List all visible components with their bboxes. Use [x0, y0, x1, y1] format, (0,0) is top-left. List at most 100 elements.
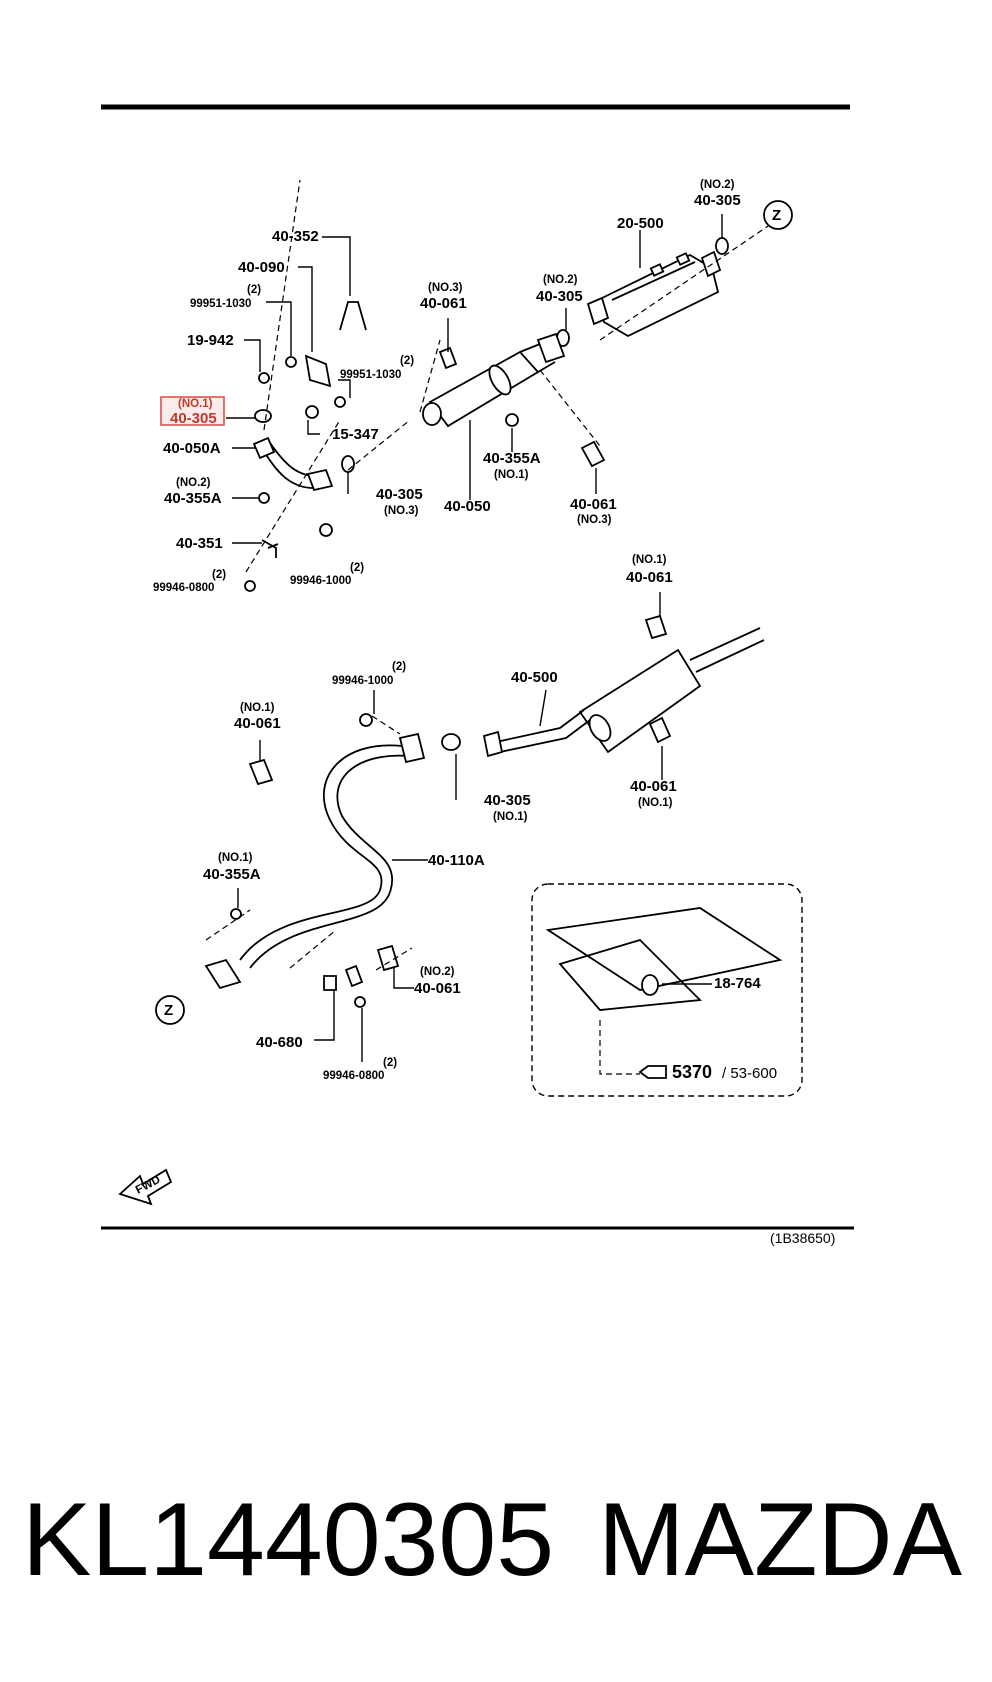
label-40-305-no1-highlight-sub: (NO.1)	[178, 398, 213, 410]
label-40-061-no3b: 40-061	[570, 496, 617, 513]
label-40-061-no2: 40-061	[414, 980, 461, 997]
hanger-rubber-no1b	[248, 758, 274, 786]
label-40-050A: 40-050A	[163, 440, 221, 457]
label-40-110A: 40-110A	[428, 852, 485, 869]
gasket-no1-highlighted	[254, 409, 272, 423]
nut-355A-no1	[505, 413, 519, 427]
washer-99951-a	[285, 356, 297, 368]
bolt-15-347	[305, 405, 319, 419]
label-40-305-no1b-sub: (NO.1)	[493, 811, 528, 823]
hanger-rubber-no1c	[648, 716, 672, 744]
label-40-061-no1a: 40-061	[626, 569, 673, 586]
gasket-no1-mid	[441, 733, 461, 751]
label-40-680: 40-680	[256, 1034, 303, 1051]
bolt-19-942	[258, 372, 270, 384]
label-40-090: 40-090	[238, 259, 285, 276]
front-pipe	[252, 436, 334, 492]
nut-99946-0800b	[354, 996, 366, 1008]
hand-pointer-icon	[638, 1065, 667, 1079]
label-99946-1000a-sub: (2)	[350, 562, 364, 574]
z-marker-bottom	[155, 995, 185, 1025]
nut-99946-1000b	[359, 713, 373, 727]
u-bolt-40-352	[339, 301, 367, 331]
nut-99946-1000a	[319, 523, 333, 537]
hanger-rubber-no3a	[438, 346, 458, 370]
ref-main: 5370	[672, 1062, 712, 1082]
label-40-355A-no1: 40-355A	[483, 450, 541, 467]
label-40-305-no2b: 40-305	[536, 288, 583, 305]
bracket-40-351	[261, 539, 279, 558]
label-40-050: 40-050	[444, 498, 491, 515]
label-99946-0800b: 99946-0800	[323, 1070, 384, 1082]
drawing-ref: (1B38650)	[770, 1230, 835, 1246]
z-label-bottom: Z	[164, 1002, 173, 1019]
part-caption: KL1440305 MAZDA	[0, 1470, 992, 1610]
bracket-40-090	[304, 354, 332, 388]
label-18-764: 18-764	[714, 975, 761, 992]
hanger-rubber-no1a	[644, 614, 668, 640]
label-40-061-no1b: 40-061	[234, 715, 281, 732]
label-99946-0800b-sub: (2)	[383, 1057, 397, 1069]
label-99946-1000a: 99946-1000	[290, 575, 351, 587]
lower-guide-lines	[205, 715, 413, 971]
label-99946-0800a: 99946-0800	[153, 582, 214, 594]
label-40-305-no2a-sub: (NO.2)	[700, 179, 735, 191]
label-99946-1000b-sub: (2)	[392, 661, 406, 673]
label-99946-1000b: 99946-1000	[332, 675, 393, 687]
detail-inset-box	[531, 883, 803, 1097]
label-40-355A-no1b-sub: (NO.1)	[218, 852, 253, 864]
detail-inset-drawing	[545, 907, 783, 1075]
label-40-355A-no2-sub: (NO.2)	[176, 477, 211, 489]
label-40-305-no1-highlight: 40-305	[170, 410, 217, 427]
label-99951-a-sub: (2)	[247, 284, 261, 296]
highlight-box-40-305	[160, 396, 225, 426]
ref-sub: / 53-600	[722, 1065, 777, 1082]
label-40-061-no1c-sub: (NO.1)	[638, 797, 673, 809]
presilencer-pipe	[422, 332, 566, 428]
gasket-no2-top	[715, 237, 729, 255]
label-40-352: 40-352	[272, 228, 319, 245]
label-40-061-no3a-sub: (NO.3)	[428, 282, 463, 294]
label-40-305-no2a: 40-305	[694, 192, 741, 209]
z-marker-top	[763, 200, 793, 230]
hanger-40-680-rubber	[344, 964, 364, 988]
label-99946-0800a-sub: (2)	[212, 569, 226, 581]
label-99951-b: 99951-1030	[340, 369, 401, 381]
part-number: KL1440305	[22, 1482, 555, 1598]
brand-name: MAZDA	[598, 1482, 962, 1598]
label-99951-b-sub: (2)	[400, 355, 414, 367]
washer-99951-b	[334, 396, 346, 408]
hanger-rubber-no3b	[580, 440, 606, 468]
fwd-arrow-icon: FWD	[118, 1168, 173, 1206]
label-40-061-no1a-sub: (NO.1)	[632, 554, 667, 566]
nut-355A-no2	[258, 492, 270, 504]
catalytic-converter	[586, 250, 722, 338]
leader-lines	[226, 214, 723, 1062]
main-silencer	[482, 627, 765, 758]
label-40-061-no2-sub: (NO.2)	[420, 966, 455, 978]
label-15-347: 15-347	[332, 426, 379, 443]
label-40-355A-no1-sub: (NO.1)	[494, 469, 529, 481]
label-40-351: 40-351	[176, 535, 223, 552]
label-40-061-no3b-sub: (NO.3)	[577, 514, 612, 526]
bracket-40-680	[323, 975, 337, 991]
label-99951-a: 99951-1030	[190, 298, 251, 310]
label-40-061-no1c: 40-061	[630, 778, 677, 795]
label-40-305-no3-sub: (NO.3)	[384, 505, 419, 517]
label-19-942: 19-942	[187, 332, 234, 349]
label-20-500: 20-500	[617, 215, 664, 232]
intermediate-pipe	[204, 732, 426, 990]
z-label-top: Z	[772, 207, 781, 224]
nut-355A-no1b	[230, 908, 242, 920]
label-40-305-no2b-sub: (NO.2)	[543, 274, 578, 286]
hanger-rubber-no2	[376, 944, 400, 972]
label-40-061-no3a: 40-061	[420, 295, 467, 312]
label-40-500: 40-500	[511, 669, 558, 686]
label-40-355A-no2: 40-355A	[164, 490, 222, 507]
label-40-305-no3: 40-305	[376, 486, 423, 503]
label-40-355A-no1b: 40-355A	[203, 866, 261, 883]
nut-99946-0800a	[244, 580, 256, 592]
label-40-061-no1b-sub: (NO.1)	[240, 702, 275, 714]
label-40-305-no1b: 40-305	[484, 792, 531, 809]
